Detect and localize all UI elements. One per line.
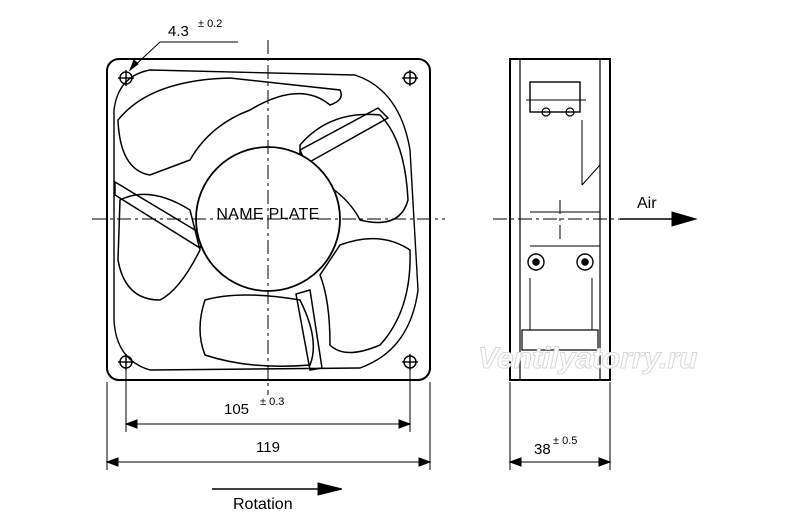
fan-blade-4 xyxy=(199,294,315,367)
rotation-arrow-icon xyxy=(212,482,343,496)
watermark-text: Ventilyatorry.ru xyxy=(478,342,698,375)
side-hole-left xyxy=(527,253,545,271)
hole-spacing-tolerance: ± 0.3 xyxy=(260,396,284,408)
side-hole-right xyxy=(576,253,594,271)
depth-value: 38 xyxy=(534,441,551,458)
fan-shroud xyxy=(113,69,419,371)
terminal-block xyxy=(529,81,581,113)
name-plate-label: NAME PLATE xyxy=(216,206,319,223)
fan-blade-3 xyxy=(319,237,411,354)
front-centerlines xyxy=(92,40,445,395)
hole-diameter-callout xyxy=(128,41,238,72)
hole-diameter-tolerance: ± 0.2 xyxy=(198,18,222,30)
mounting-holes xyxy=(118,70,418,370)
fan-blade-5 xyxy=(117,193,201,301)
airflow-label: Air xyxy=(637,195,657,212)
depth-dimension xyxy=(508,382,612,470)
depth-tolerance: ± 0.5 xyxy=(553,435,577,447)
side-frame-outline xyxy=(509,58,611,381)
overall-width-dimension xyxy=(105,382,432,470)
fan-blades xyxy=(117,77,411,367)
fan-blade-2 xyxy=(299,113,409,224)
hole-spacing-value: 105 xyxy=(224,401,249,418)
hole-diameter-value: 4.3 xyxy=(168,23,189,40)
airflow-arrow-icon xyxy=(620,211,698,227)
overall-width-value: 119 xyxy=(256,439,280,456)
fan-blade-1 xyxy=(117,77,342,176)
hole-spacing-dimension xyxy=(124,370,412,432)
rotation-label: Rotation xyxy=(233,496,293,513)
